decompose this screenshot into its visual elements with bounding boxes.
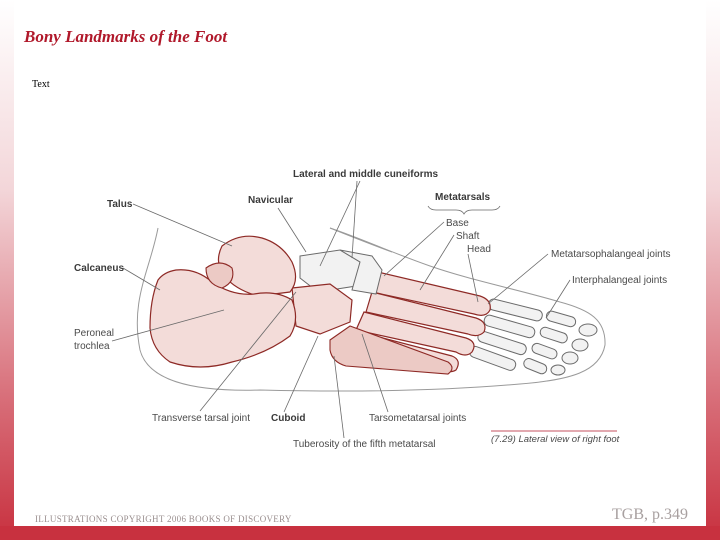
figure-caption: (7.29) Lateral view of right foot [491, 434, 620, 445]
metatarsals-bracket [428, 206, 500, 214]
label-tuberosity-fifth-metatarsal: Tuberosity of the fifth metatarsal [293, 439, 435, 450]
label-trochlea: trochlea [74, 341, 110, 352]
label-calcaneus: Calcaneus [74, 263, 124, 274]
label-navicular: Navicular [248, 195, 293, 206]
label-base: Base [446, 218, 469, 229]
label-talus: Talus [107, 199, 133, 210]
label-cuboid: Cuboid [271, 413, 305, 424]
label-peroneal: Peroneal [74, 328, 114, 339]
label-tarsometatarsal-joints: Tarsometatarsal joints [369, 413, 466, 424]
label-lateral-middle-cuneiforms: Lateral and middle cuneiforms [293, 169, 438, 180]
footer-page-reference: TGB, p.349 [612, 506, 688, 524]
label-transverse-tarsal-joint: Transverse tarsal joint [152, 413, 250, 424]
label-mtp-joints: Metatarsophalangeal joints [551, 249, 671, 260]
label-shaft: Shaft [456, 231, 480, 242]
label-head: Head [467, 244, 491, 255]
cuboid-bone [292, 284, 352, 334]
label-ip-joints: Interphalangeal joints [572, 275, 667, 286]
label-metatarsals: Metatarsals [435, 192, 490, 203]
footer-copyright: ILLUSTRATIONS COPYRIGHT 2006 BOOKS OF DI… [35, 514, 292, 524]
